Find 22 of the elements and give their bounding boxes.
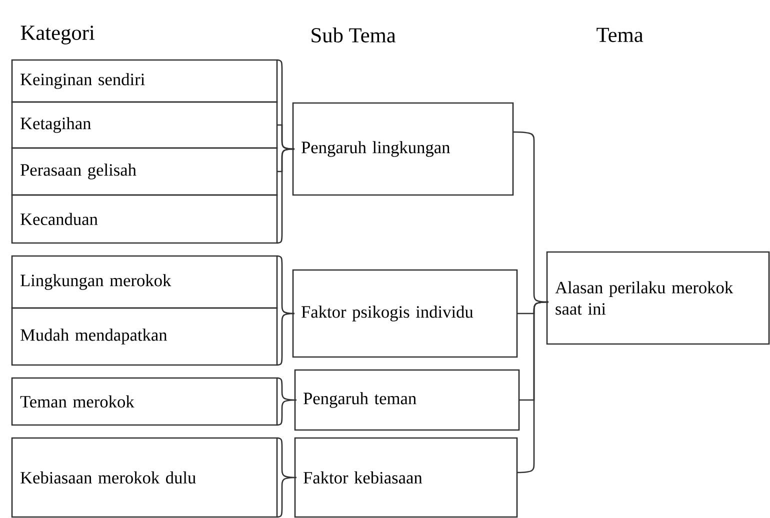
brace	[276, 148, 295, 244]
brace	[276, 255, 295, 314]
text-box: Faktor psikogis individu	[292, 269, 518, 358]
text-box: Keinginan sendiri	[11, 59, 278, 103]
text-box: Pengaruh teman	[294, 369, 520, 431]
text-box: Kebiasaan merokok dulu	[11, 437, 278, 518]
column-heading: Tema	[596, 28, 644, 42]
text-box: Perasaan gelisah	[11, 147, 278, 196]
brace	[276, 312, 295, 366]
text-box: Alasan perilaku merokok saat ini	[546, 251, 770, 345]
text-box: Lingkungan merokok	[11, 255, 278, 309]
brace	[276, 437, 298, 518]
text-box: Faktor kebiasaan	[294, 437, 518, 518]
column-heading: Sub Tema	[312, 28, 396, 42]
brace	[517, 301, 549, 474]
text-box: Teman merokok	[11, 377, 278, 426]
text-box: Mudah mendapatkan	[11, 307, 278, 366]
text-box: Kecanduan	[11, 194, 278, 244]
text-box: Ketagihan	[11, 101, 278, 149]
brace	[276, 377, 298, 426]
text-box: Pengaruh lingkungan	[292, 102, 514, 196]
column-heading: Kategori	[20, 26, 94, 44]
